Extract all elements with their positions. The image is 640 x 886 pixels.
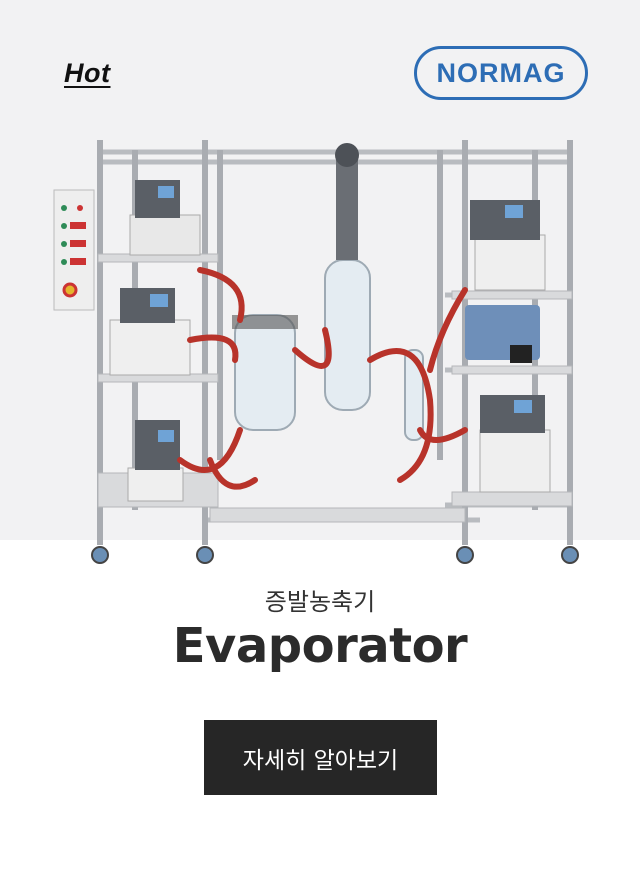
product-title: Evaporator bbox=[172, 618, 468, 674]
hot-badge: Hot bbox=[64, 58, 111, 88]
learn-more-button[interactable]: 자세히 알아보기 bbox=[204, 720, 437, 795]
evaporator-image bbox=[53, 140, 579, 564]
brand-logo: NORMAG bbox=[414, 46, 588, 100]
product-subtitle: 증발농축기 bbox=[264, 588, 376, 616]
